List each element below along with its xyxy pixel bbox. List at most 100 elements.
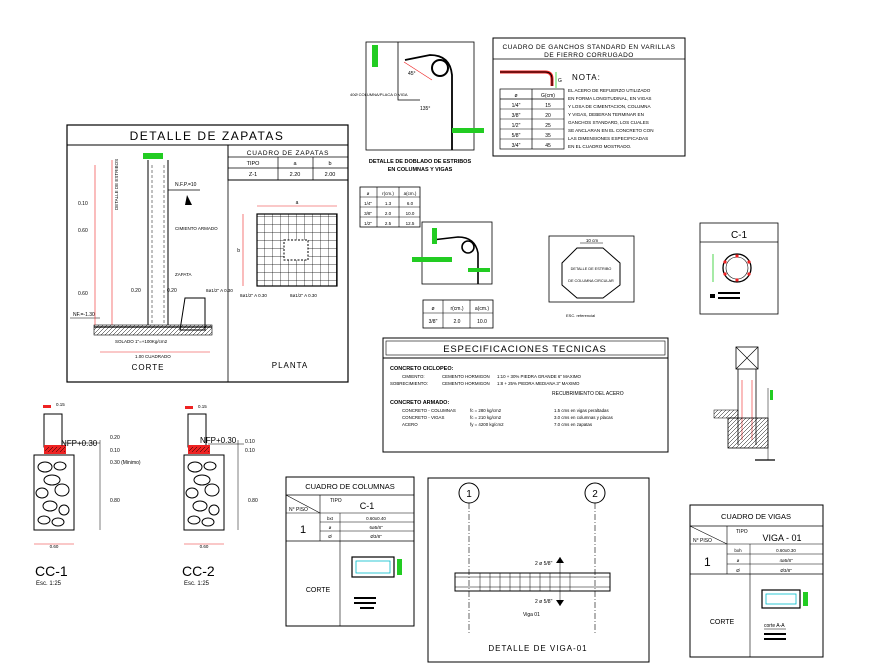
dim-bottom-1: 0.20 (131, 288, 141, 294)
vigas-piso-num: 1 (704, 555, 711, 569)
circular-caption: ESC. referencial (566, 313, 595, 318)
cc1-detail: 0.15 NFP+0.30 0.20 0.10 0.30 (Minimo) 0.… (33, 402, 141, 587)
vigas-r2-v: Ø3/8" (780, 568, 792, 573)
small-table-2: ø r(cm.) a(cm.) 3/8" 2.0 10.0 (422, 299, 494, 329)
cc2-nfp: NFP+0.30 (200, 436, 237, 445)
st2-r0-c0: 3/8" (429, 319, 438, 325)
cc1-dim-2: 0.10 (110, 448, 120, 454)
cc1-scale: Esc. 1:25 (36, 581, 62, 587)
ganchos-th-0: ø (514, 93, 517, 99)
ciclopeo-r1-0: SOBRECIMIENTO: (390, 381, 428, 386)
columnas-r0-k: bxt (327, 516, 334, 521)
recubrimiento-2: 7.0 cms en zapatas (554, 422, 593, 427)
angle-45: 45° (408, 71, 416, 77)
viga-caption: DETALLE DE VIGA-01 (488, 644, 587, 653)
viga-stirrups (479, 573, 571, 591)
zapatas-panel: DETALLE DE ZAPATAS CUADRO DE ZAPATAS TIP… (66, 124, 349, 383)
st2-th-2: a(cm.) (475, 306, 490, 312)
vigas-r1-k: ø (737, 558, 740, 563)
vigas-r0-v: 0.60x0.30 (776, 548, 796, 553)
recubrimiento-0: 1.5 cms en vigas peraltadas (554, 408, 609, 413)
zapatas-th-tipo: TIPO (247, 161, 261, 167)
vigas-r2-k: Ø (736, 568, 740, 573)
vigas-corte-aa: corte A-A (764, 623, 785, 629)
st2-r0-c1: 2.0 (454, 319, 461, 325)
ciclopeo-r0-2: 1:10 + 30% PIEDRA GRANDE 6" MAXIMO (497, 374, 581, 379)
columnas-r1-k: ø (329, 525, 332, 530)
st1-r2-c0: 1/2" (364, 221, 372, 226)
ganchos-r3-c0: 5/8" (512, 133, 521, 139)
nota-title: NOTA: (572, 73, 601, 82)
especificaciones-title: ESPECIFICACIONES TECNICAS (443, 344, 606, 355)
columnas-piso: N° PISO (289, 507, 308, 513)
st2-r0-c2: 10.0 (477, 319, 487, 325)
columnas-panel: CUADRO DE COLUMNAS TIPO N° PISO C-1 1 bx… (285, 476, 415, 627)
vigas-panel: CUADRO DE VIGAS TIPO N° PISO VIGA - 01 1… (689, 504, 824, 658)
cc2-dim-1: 0.10 (245, 439, 255, 445)
hook-dim-g: G (558, 78, 562, 84)
ciclopeo-r1-1: CEMENTO HORMIGON (442, 381, 490, 386)
vigas-piso: N° PISO (693, 538, 712, 544)
circular-stirrup-detail: 10 cm DETALLE DE ESTRIBO DE COLUMNA CIRC… (548, 235, 635, 318)
viga-name: Viga 01 (523, 612, 540, 618)
column-elevation (713, 346, 775, 461)
circular-inner-1: DETALLE DE ESTRIBO (571, 267, 612, 271)
armado-r1-1: fc = 210 kg/cm2 (470, 415, 502, 420)
nota-line-5: SE ANCLARAN EN EL CONCRETO CON (568, 128, 654, 133)
corte-dim-label: 1.00 CUADRADO (135, 354, 171, 359)
angle-135: 135° (420, 106, 430, 112)
recubrimiento-1: 3.0 cms en columnas y placas (554, 415, 614, 420)
nota-line-3: Y VIGAS, DEBERAN TERMINAR EN (568, 112, 644, 117)
ganchos-r3-c1: 35 (545, 133, 551, 139)
ciclopeo-r0-1: CEMENTO HORMIGON (442, 374, 490, 379)
viga-label-top: 2 ø 5/8" (535, 561, 553, 567)
cc2-stones (185, 461, 220, 527)
armado-r1-0: CONCRETO - VIGAS (402, 415, 444, 420)
st1-r0-c2: 6.0 (407, 201, 414, 206)
plan-bar-1: 8ø1/2" A 0.30 (240, 293, 267, 298)
cc1-nfp: NFP+0.30 (61, 439, 98, 448)
st2-th-1: r(cm.) (450, 306, 463, 312)
ganchos-r0-c0: 1/4" (512, 103, 521, 109)
st1-r1-c2: 10.0 (406, 211, 415, 216)
dim-bottom-2: 0.20 (167, 288, 177, 294)
st1-r1-c1: 2.0 (385, 211, 392, 216)
columnas-tipo: TIPO (330, 498, 342, 504)
st1-r2-c1: 2.5 (385, 221, 392, 226)
doblado-estribos: 45° 135° 40Ø COLUMNA/PLACA O VIGA DETALL… (350, 41, 484, 173)
columnas-type: C-1 (360, 501, 375, 511)
nota-line-2: Y LOSA DE CIMENTACION, COLUMNA (568, 104, 651, 109)
cc1-dim-3: 0.30 (Minimo) (110, 460, 141, 466)
dim-left-1: 0.10 (78, 201, 88, 207)
st1-r0-c0: 1/4" (364, 201, 372, 206)
solado-label: SOLADO 1"=+100Kg/cm2 (115, 339, 168, 344)
cimiento-armado-label: CIMIENTO ARMADO (175, 226, 218, 231)
circular-top-label: 10 cm (586, 238, 599, 243)
small-table-1: ø r(cm.) a(cm.) 1/4" 1.3 6.0 3/8" 2.0 10… (359, 186, 421, 228)
ganchos-r0-c1: 15 (545, 103, 551, 109)
st1-r0-c1: 1.3 (385, 201, 392, 206)
ganchos-r1-c1: 20 (545, 113, 551, 119)
vigas-r1-v: 4ø5/8" (779, 558, 793, 563)
recubrimiento-title: RECUBRIMIENTO DEL ACERO (552, 391, 624, 397)
nota-line-7: EN EL CUADRO MOSTRADO. (568, 144, 631, 149)
cc2-label: CC-2 (182, 563, 215, 579)
ganchos-panel: CUADRO DE GANCHOS STANDARD EN VARILLAS D… (492, 37, 686, 157)
ganchos-th-1: G(cm) (541, 93, 555, 99)
columnas-r2-k: Ø (328, 534, 332, 539)
armado-r0-1: fc = 280 kg/cm2 (470, 408, 502, 413)
st1-th-2: a(cm.) (404, 191, 417, 196)
planta-label: PLANTA (272, 361, 309, 370)
ganchos-title-2: DE FIERRO CORRUGADO (544, 52, 634, 59)
cc2-scale: Esc. 1:25 (184, 581, 210, 587)
ganchos-r4-c1: 45 (545, 143, 551, 149)
plan-dim-b: b (237, 248, 240, 254)
plan-bar-2: 8ø1/2" A 0.30 (290, 293, 317, 298)
vigas-corte: CORTE (710, 619, 735, 626)
axis-1: 1 (466, 489, 472, 500)
zapatas-title: DETALLE DE ZAPATAS (130, 129, 285, 143)
st2-th-0: ø (431, 306, 434, 312)
nota-line-0: EL ACERO DE REFUERZO UTILIZADO (568, 88, 651, 93)
ganchos-r4-c0: 3/4" (512, 143, 521, 149)
vigas-tipo: TIPO (736, 529, 748, 535)
